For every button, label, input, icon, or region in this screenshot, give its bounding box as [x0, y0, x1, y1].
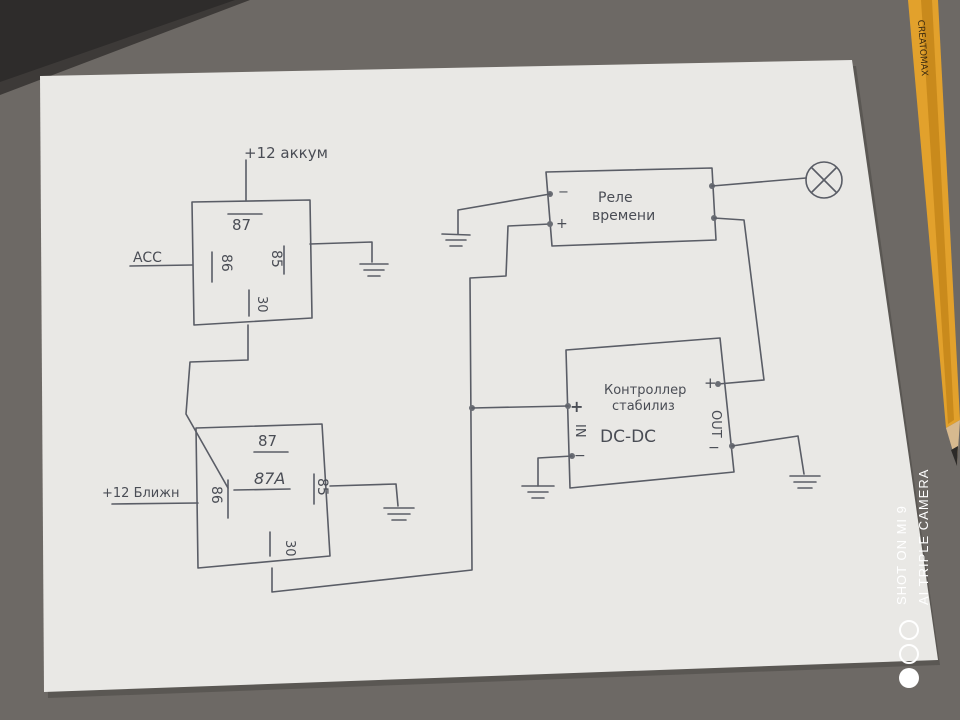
timer-relay: Реле времени − +	[441, 161, 843, 385]
controller-out-label: OUT	[708, 410, 723, 438]
relay-2: 87 87A +12 Ближн 86 85 30	[102, 223, 551, 593]
relay1-supply-label: +12 аккум	[244, 144, 328, 162]
paper-sheet	[40, 60, 938, 692]
controller-in-minus: −	[574, 448, 586, 464]
watermark-line-1: SHOT ON MI 9	[894, 505, 909, 605]
relay2-pin-30: 30	[282, 540, 297, 557]
dc-dc-controller: Контроллер стабилиз DC-DC IN OUT + − + −	[469, 337, 821, 499]
controller-out-plus: +	[704, 374, 717, 392]
relay2-pin-86: 86	[208, 486, 224, 504]
relay1-input-label: ACC	[133, 250, 162, 266]
relay2-pin-87: 87	[258, 432, 277, 450]
watermark-line-2: AI TRIPLE CAMERA	[916, 469, 931, 605]
controller-in-label: IN	[572, 424, 587, 438]
controller-label-2: стабилиз	[612, 399, 675, 414]
relay1-pin-87: 87	[232, 216, 251, 234]
controller-in-plus: +	[570, 397, 583, 416]
relay2-input-label: +12 Ближн	[102, 486, 179, 501]
camera-watermark: SHOT ON MI 9 AI TRIPLE CAMERA	[894, 469, 931, 688]
relay1-pin-30: 30	[254, 296, 269, 313]
controller-label-1: Контроллер	[604, 383, 686, 398]
timer-relay-plus: +	[556, 216, 568, 232]
relay1-pin-85: 85	[268, 250, 284, 268]
relay-1: +12 аккум 87 ACC 86 85 30	[129, 144, 389, 489]
pencil-brand: CREATOMAX	[915, 20, 929, 77]
pencil: CREATOMAX	[908, 0, 960, 466]
controller-out-minus: −	[708, 440, 720, 456]
relay2-pin-85: 85	[314, 478, 330, 496]
controller-label-3: DC-DC	[600, 427, 656, 447]
timer-relay-label-2: времени	[592, 208, 655, 224]
relay1-pin-86: 86	[218, 254, 234, 272]
relay2-pin-87a: 87A	[254, 469, 285, 488]
watermark-lens-icon	[899, 668, 919, 688]
timer-relay-label-1: Реле	[598, 190, 633, 206]
timer-relay-minus: −	[558, 185, 569, 200]
